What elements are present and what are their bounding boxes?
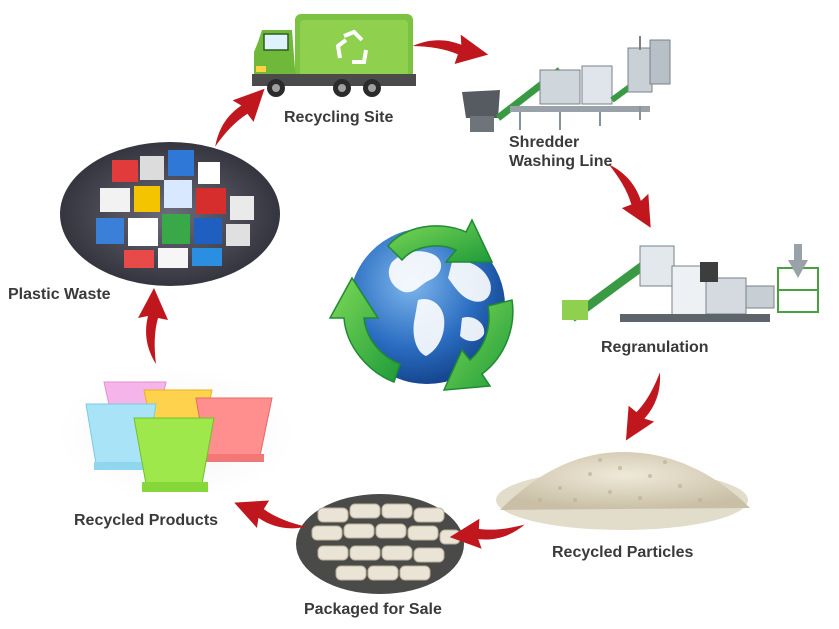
plastic-waste-image <box>60 142 280 286</box>
label-packaged-for-sale: Packaged for Sale <box>304 601 442 618</box>
arrow-to-particles <box>613 366 676 449</box>
recycled-products-pots <box>58 368 294 500</box>
recycled-particles-pile <box>496 452 750 530</box>
label-recycling-site: Recycling Site <box>284 109 394 126</box>
arrow-to-shredder <box>410 28 491 69</box>
label-regranulation: Regranulation <box>601 339 709 356</box>
label-shredder-washing-line: Shredder Washing Line <box>509 133 649 171</box>
recycling-truck-icon <box>252 14 416 97</box>
packaged-bags-image <box>296 494 464 594</box>
label-shredder-line2: Washing Line <box>509 153 613 170</box>
arrow-to-recycling-site <box>201 78 275 155</box>
recycle-globe-icon <box>328 218 514 391</box>
label-shredder-line1: Shredder <box>509 134 580 151</box>
shredder-washing-line-machine <box>462 36 671 132</box>
label-recycled-products: Recycled Products <box>74 512 219 529</box>
label-plastic-waste: Plastic Waste <box>8 286 111 303</box>
arrow-to-plastic-waste <box>138 288 168 364</box>
label-recycled-particles: Recycled Particles <box>552 544 694 561</box>
regranulation-machine <box>562 244 819 322</box>
